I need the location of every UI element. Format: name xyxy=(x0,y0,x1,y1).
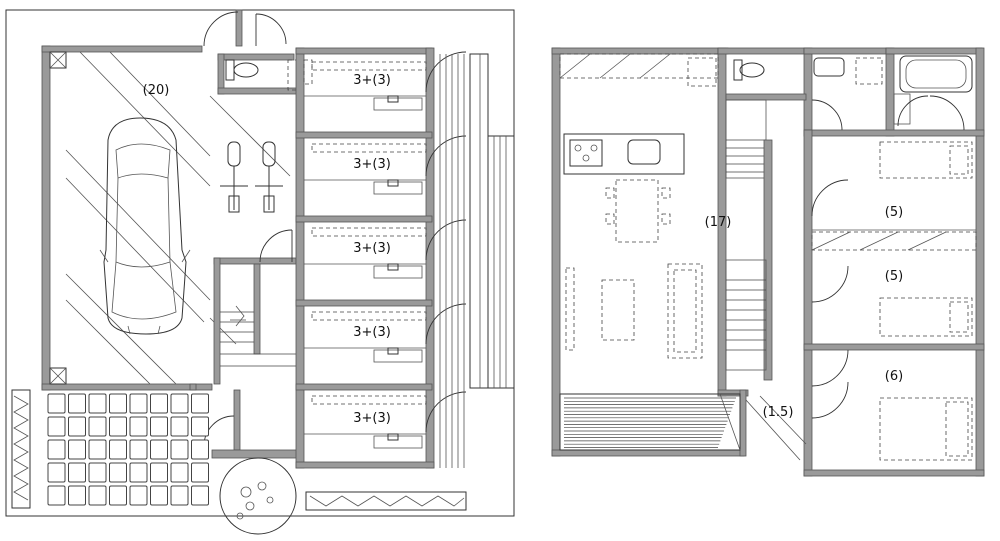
paving-tile xyxy=(47,393,66,414)
paving-tile xyxy=(129,393,148,414)
washbasin-icon xyxy=(813,57,845,77)
unit-3 xyxy=(304,219,467,279)
unit-4 xyxy=(304,303,467,363)
paving-tile xyxy=(88,393,107,414)
paving-tile xyxy=(47,485,66,506)
paving-tile xyxy=(191,393,209,414)
bathtub-icon xyxy=(899,55,973,93)
column-icon xyxy=(49,367,67,385)
bedroom-label: (5) xyxy=(885,269,903,284)
unit-1 xyxy=(303,51,467,111)
paving-tiles xyxy=(47,393,209,506)
paving-tile xyxy=(150,439,168,460)
paving-tile xyxy=(170,393,189,414)
paving-tile xyxy=(170,485,189,506)
paving-tile xyxy=(109,485,127,506)
unit-5 xyxy=(304,391,467,449)
paving-tile xyxy=(170,439,189,460)
unit-label: 3+(3) xyxy=(353,325,391,340)
bedroom-label: (6) xyxy=(885,369,903,384)
paving-tile xyxy=(170,462,189,483)
paving-tile xyxy=(88,462,107,483)
paving-tile xyxy=(129,416,148,437)
paving-tile xyxy=(109,416,127,437)
paving-tile xyxy=(47,462,66,483)
paving-tile xyxy=(88,416,107,437)
bedroom-6 xyxy=(811,349,973,461)
unit-label: 3+(3) xyxy=(353,157,391,172)
staircase-icon xyxy=(220,305,296,367)
paving-tile xyxy=(129,485,148,506)
paving-tile xyxy=(68,439,86,460)
dining-table xyxy=(605,179,671,243)
paving-tile xyxy=(68,462,86,483)
paving-tile xyxy=(47,416,66,437)
hedge-icon xyxy=(11,389,31,509)
toilet-icon xyxy=(225,59,259,81)
tv-stand xyxy=(565,267,575,351)
paving-tile xyxy=(191,462,209,483)
garage-slope-lines xyxy=(65,51,291,385)
storage-label: (1.5) xyxy=(763,405,794,420)
unit-label: 3+(3) xyxy=(353,73,391,88)
bedroom-5b xyxy=(811,231,977,337)
paving-tile xyxy=(88,485,107,506)
tree-icon xyxy=(219,457,297,535)
paving-tile xyxy=(47,439,66,460)
unit-label: 3+(3) xyxy=(353,241,391,256)
paving-tile xyxy=(68,485,86,506)
paving-tile xyxy=(150,485,168,506)
unit-label: 3+(3) xyxy=(353,411,391,426)
bicycle-icon xyxy=(255,141,283,213)
bedroom-label: (5) xyxy=(885,205,903,220)
sofa xyxy=(667,263,703,359)
paving-tile xyxy=(109,393,127,414)
kitchen-counter xyxy=(563,133,685,175)
upper-floor-plan: (17) (5) (5) (6) (1.5) xyxy=(551,47,985,477)
paving-tile xyxy=(150,393,168,414)
coffee-table xyxy=(601,279,635,341)
balcony xyxy=(559,393,741,451)
paving-tile xyxy=(150,416,168,437)
paving-tile xyxy=(129,439,148,460)
column-icon xyxy=(49,51,67,69)
stove-icon xyxy=(569,139,603,167)
paving-tile xyxy=(68,393,86,414)
paving-tile xyxy=(109,462,127,483)
car-icon xyxy=(99,117,191,335)
staircase-icon xyxy=(725,99,773,381)
hedge-icon xyxy=(305,491,467,511)
garage-label: (20) xyxy=(143,83,170,98)
ldk-label: (17) xyxy=(705,215,732,230)
paving-tile xyxy=(88,439,107,460)
unit-2 xyxy=(304,135,467,195)
paving-tile xyxy=(109,439,127,460)
paving-tile xyxy=(191,485,209,506)
exterior-corridor xyxy=(439,53,515,468)
sink-icon xyxy=(627,139,661,165)
paving-tile xyxy=(191,416,209,437)
paving-tile xyxy=(191,439,209,460)
bicycle-icon xyxy=(220,141,248,213)
paving-tile xyxy=(129,462,148,483)
paving-tile xyxy=(150,462,168,483)
ground-floor-plan: (20) 3+(3) 3+(3) 3+(3) 3+(3) 3+(3) xyxy=(5,9,515,535)
toilet-icon xyxy=(733,59,765,81)
bedroom-5a xyxy=(811,141,976,231)
paving-tile xyxy=(170,416,189,437)
paving-tile xyxy=(68,416,86,437)
